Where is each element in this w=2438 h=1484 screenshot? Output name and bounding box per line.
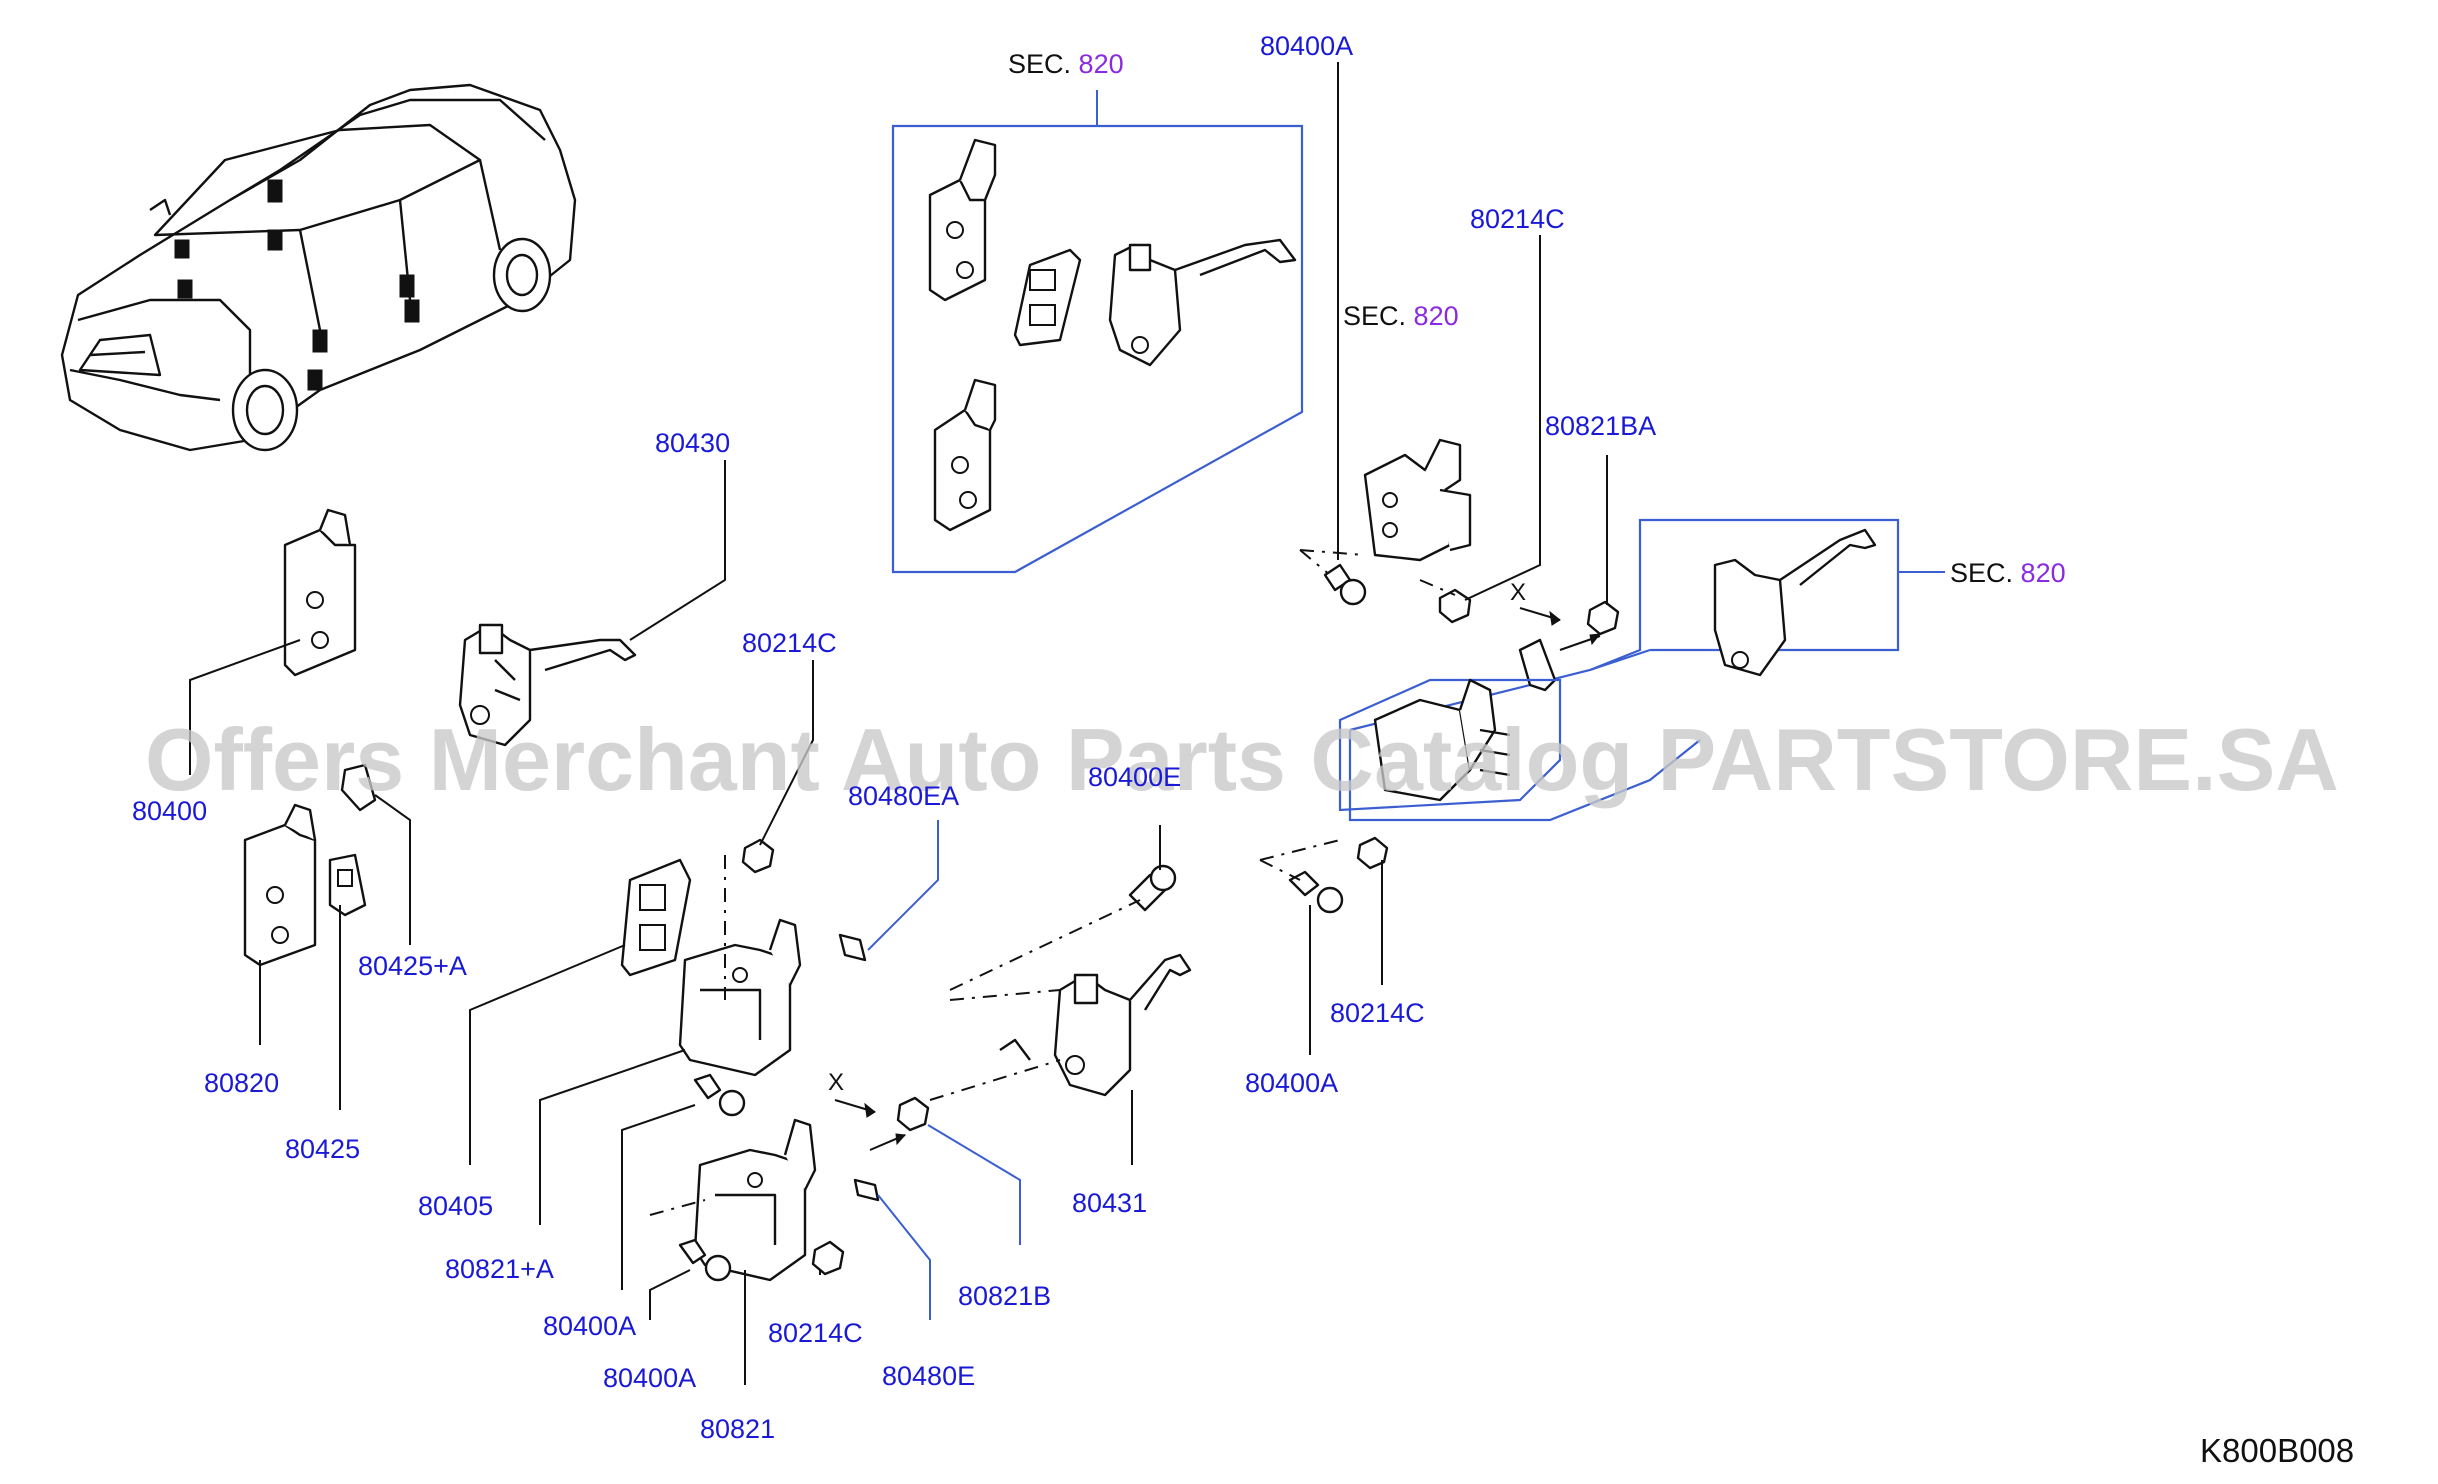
part-labels: SEC. 820 SEC. 820 SEC. 820 80400A 80214C…: [132, 31, 2066, 1444]
right-bolt-nut: [1259, 836, 1389, 914]
label-80214C-low: 80214C: [768, 1318, 863, 1348]
label-80400: 80400: [132, 796, 207, 826]
label-80425A: 80425+A: [358, 951, 467, 981]
lower-hinge-80821: [649, 1118, 880, 1282]
x-mark-upper: X: [1510, 579, 1526, 606]
x-mark-lower: X: [828, 1069, 844, 1096]
lower-x-clip: X: [828, 1069, 930, 1151]
label-80480E: 80480E: [882, 1361, 975, 1391]
label-80480EA: 80480EA: [848, 781, 959, 811]
label-80400A-low: 80400A: [603, 1363, 696, 1393]
upper-right-hinge: [1299, 438, 1472, 624]
label-80821BA: 80821BA: [1545, 411, 1656, 441]
left-hinge-80820: [243, 803, 317, 967]
lower-section-box: [1338, 678, 1562, 812]
label-80400A-right: 80400A: [1245, 1068, 1338, 1098]
label-80400A-top: 80400A: [1260, 31, 1353, 61]
left-hinge-80400: [283, 508, 357, 677]
label-80214C-mid: 80214C: [742, 628, 837, 658]
label-80214C-right: 80214C: [1330, 998, 1425, 1028]
check-link-80430: [458, 623, 637, 747]
watermark-text: Offers Merchant Auto Parts Catalog PARTS…: [145, 710, 2339, 809]
section-ref-top: SEC. 820: [1008, 49, 1124, 79]
label-80214C-top: 80214C: [1470, 204, 1565, 234]
section-820-right-box: [1348, 518, 1945, 822]
label-80431: 80431: [1072, 1188, 1147, 1218]
label-80820: 80820: [204, 1068, 279, 1098]
gasket-80425: [328, 853, 367, 917]
label-80821: 80821: [700, 1414, 775, 1444]
label-80400A-mid: 80400A: [543, 1311, 636, 1341]
gasket-80405: [620, 858, 692, 977]
center-hinge-80821A: [678, 838, 867, 1117]
check-link-80431: [929, 864, 1192, 1101]
label-80821B: 80821B: [958, 1281, 1051, 1311]
gasket-80425A: [340, 763, 377, 812]
label-80405: 80405: [418, 1191, 493, 1221]
upper-x-clip: X: [1510, 579, 1620, 651]
diagram-reference-code: K800B008: [2200, 1432, 2354, 1469]
car-illustration: [60, 83, 577, 452]
label-80400E: 80400E: [1088, 762, 1181, 792]
label-80821A: 80821+A: [445, 1254, 554, 1284]
section-ref-right: SEC. 820: [1950, 558, 2066, 588]
label-80430: 80430: [655, 428, 730, 458]
leader-lines: [189, 62, 1608, 1385]
section-820-top-box: [891, 90, 1304, 574]
section-ref-middle: SEC. 820: [1343, 301, 1459, 331]
label-80425: 80425: [285, 1134, 360, 1164]
